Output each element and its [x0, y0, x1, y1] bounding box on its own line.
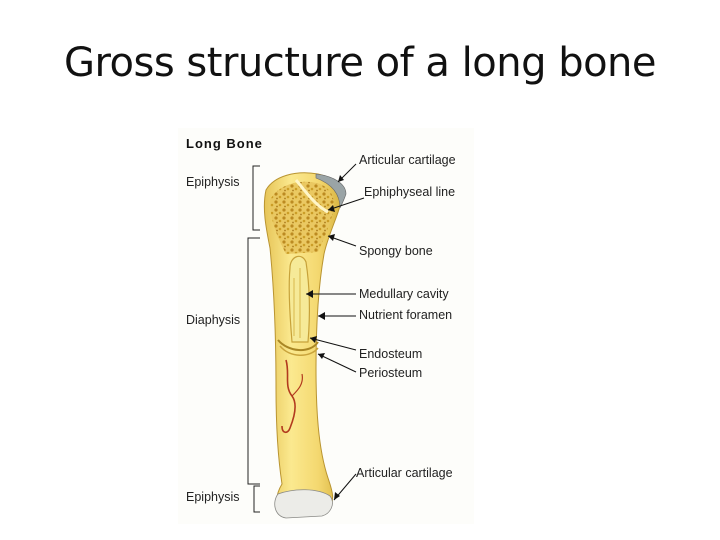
arrowheads — [306, 175, 344, 500]
label-epiphyseal-line: Ephiphyseal line — [364, 185, 456, 199]
label-spongy-bone: Spongy bone — [359, 244, 433, 258]
label-epiphysis-bottom: Epiphysis — [186, 490, 240, 504]
long-bone-figure: Long Bone Epiphysis Diaphysis Epiphysis … — [178, 128, 474, 524]
label-periosteum: Periosteum — [359, 366, 423, 380]
region-brackets — [247, 165, 260, 513]
slide-title: Gross structure of a long bone — [63, 40, 657, 86]
label-articular-cartilage-top: Articular cartilage — [359, 153, 456, 167]
figure-title: Long Bone — [186, 136, 263, 151]
label-epiphysis-top: Epiphysis — [186, 175, 240, 189]
label-endosteum: Endosteum — [359, 347, 423, 361]
long-bone-illustration — [247, 163, 365, 519]
periosteum-cut — [277, 339, 319, 351]
blood-vessel — [281, 359, 296, 434]
label-medullary-cavity: Medullary cavity — [359, 287, 449, 301]
medullary-cavity — [288, 255, 310, 343]
articular-cartilage-bottom — [274, 489, 333, 519]
label-diaphysis: Diaphysis — [186, 313, 241, 327]
spongy-bone — [270, 181, 334, 254]
label-nutrient-foramen: Nutrient foramen — [359, 308, 453, 322]
label-articular-cartilage-bottom: Articular cartilage — [356, 466, 453, 480]
epiphyseal-line — [294, 179, 329, 214]
